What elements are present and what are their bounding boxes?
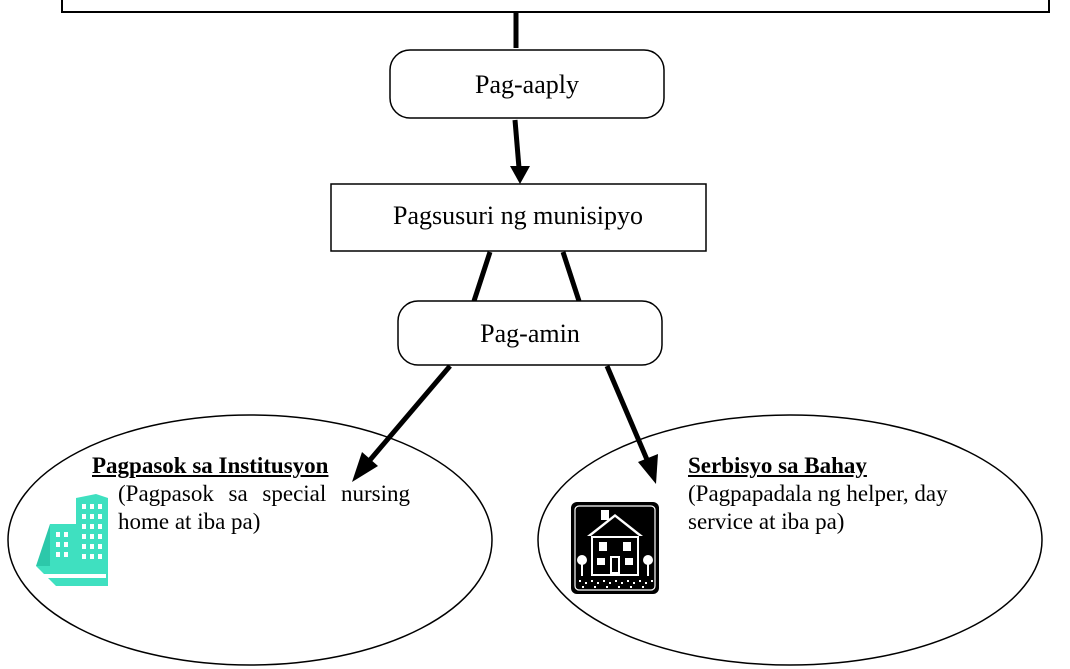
home-service-outcome-description: (Pagpapadala ng helper, day service at i… (688, 481, 948, 534)
connector-review-to-acceptance-left (471, 251, 493, 302)
home-service-outcome-label: Serbisyo sa Bahay (Pagpapadala ng helper… (688, 452, 988, 536)
municipal-review-node: Pagsusuri ng munisipyo (330, 183, 707, 252)
arrowhead-acceptance-to-institution (352, 452, 378, 482)
home-service-outcome-ellipse (537, 414, 1043, 666)
home-service-outcome-heading: Serbisyo sa Bahay (688, 453, 867, 478)
top-frame-box (61, 0, 1050, 13)
institution-outcome-description: (Pagpasok sa special nursing home at iba… (118, 481, 410, 534)
house-icon (571, 502, 659, 594)
arrow-application-to-review (512, 119, 522, 169)
municipal-review-node-label: Pagsusuri ng munisipyo (393, 201, 643, 230)
arrow-acceptance-to-institution (368, 364, 452, 462)
acceptance-node: Pag-amin (397, 300, 663, 366)
arrow-acceptance-to-home-service (604, 365, 651, 463)
application-node-label: Pag-aaply (475, 70, 579, 99)
institution-outcome-ellipse (7, 414, 493, 666)
building-icon (36, 494, 108, 586)
connector-review-to-acceptance-right (560, 251, 582, 302)
arrowhead-application-to-review (510, 166, 530, 184)
institution-outcome-label: Pagpasok sa Institusyon (Pagpasok sa spe… (92, 452, 422, 536)
acceptance-node-label: Pag-amin (480, 319, 580, 348)
institution-outcome-heading: Pagpasok sa Institusyon (92, 453, 329, 478)
application-node: Pag-aaply (389, 49, 665, 119)
arrowhead-acceptance-to-home-service (638, 454, 658, 484)
